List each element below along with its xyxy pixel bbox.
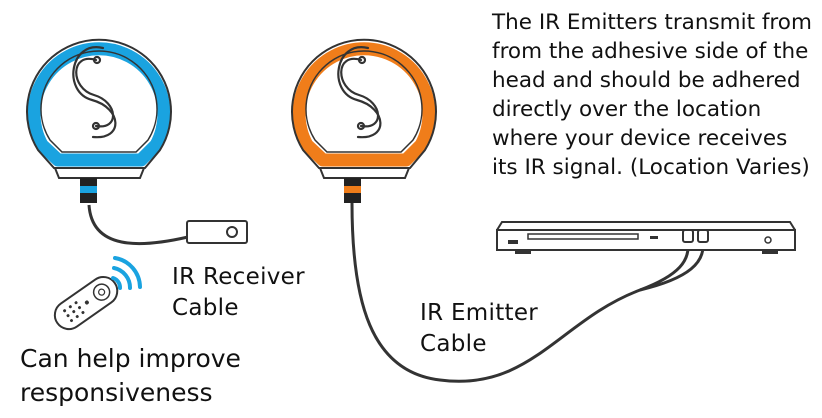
label-line: IR Emitter xyxy=(420,300,539,326)
logo-icon xyxy=(337,46,382,139)
receiver-pod xyxy=(26,38,172,203)
description-line: directly over the location xyxy=(492,97,762,122)
remote-note: Can help improve responsiveness xyxy=(20,342,241,410)
description-line: head and should be adhered xyxy=(492,68,801,93)
note-line: Can help improve xyxy=(20,344,241,373)
emitter-cable xyxy=(350,202,690,383)
label-line: Cable xyxy=(420,331,487,357)
receiver-ring xyxy=(27,42,171,167)
description-line: its IR signal. (Location Varies) xyxy=(492,155,810,180)
receiver-plug-icon xyxy=(186,220,248,244)
player-device-icon xyxy=(496,221,796,254)
label-line: IR Receiver xyxy=(172,264,305,290)
description-line: The IR Emitters transmit from xyxy=(492,10,812,35)
signal-waves-icon xyxy=(111,256,142,290)
receiver-cable xyxy=(87,204,189,246)
label-line: Cable xyxy=(172,295,239,321)
remote-icon xyxy=(53,275,119,331)
emitter-ring xyxy=(292,42,436,167)
emitter-description: The IR Emitters transmit from from the a… xyxy=(492,8,812,182)
note-line: responsiveness xyxy=(20,378,213,407)
emitter-pod xyxy=(291,38,437,203)
description-line: from the adhesive side of the xyxy=(492,39,809,64)
description-line: where your device receives xyxy=(492,126,788,151)
receiver-cable-label: IR Receiver Cable xyxy=(172,262,305,324)
logo-icon xyxy=(72,46,117,139)
emitter-cable-label: IR Emitter Cable xyxy=(420,298,538,360)
